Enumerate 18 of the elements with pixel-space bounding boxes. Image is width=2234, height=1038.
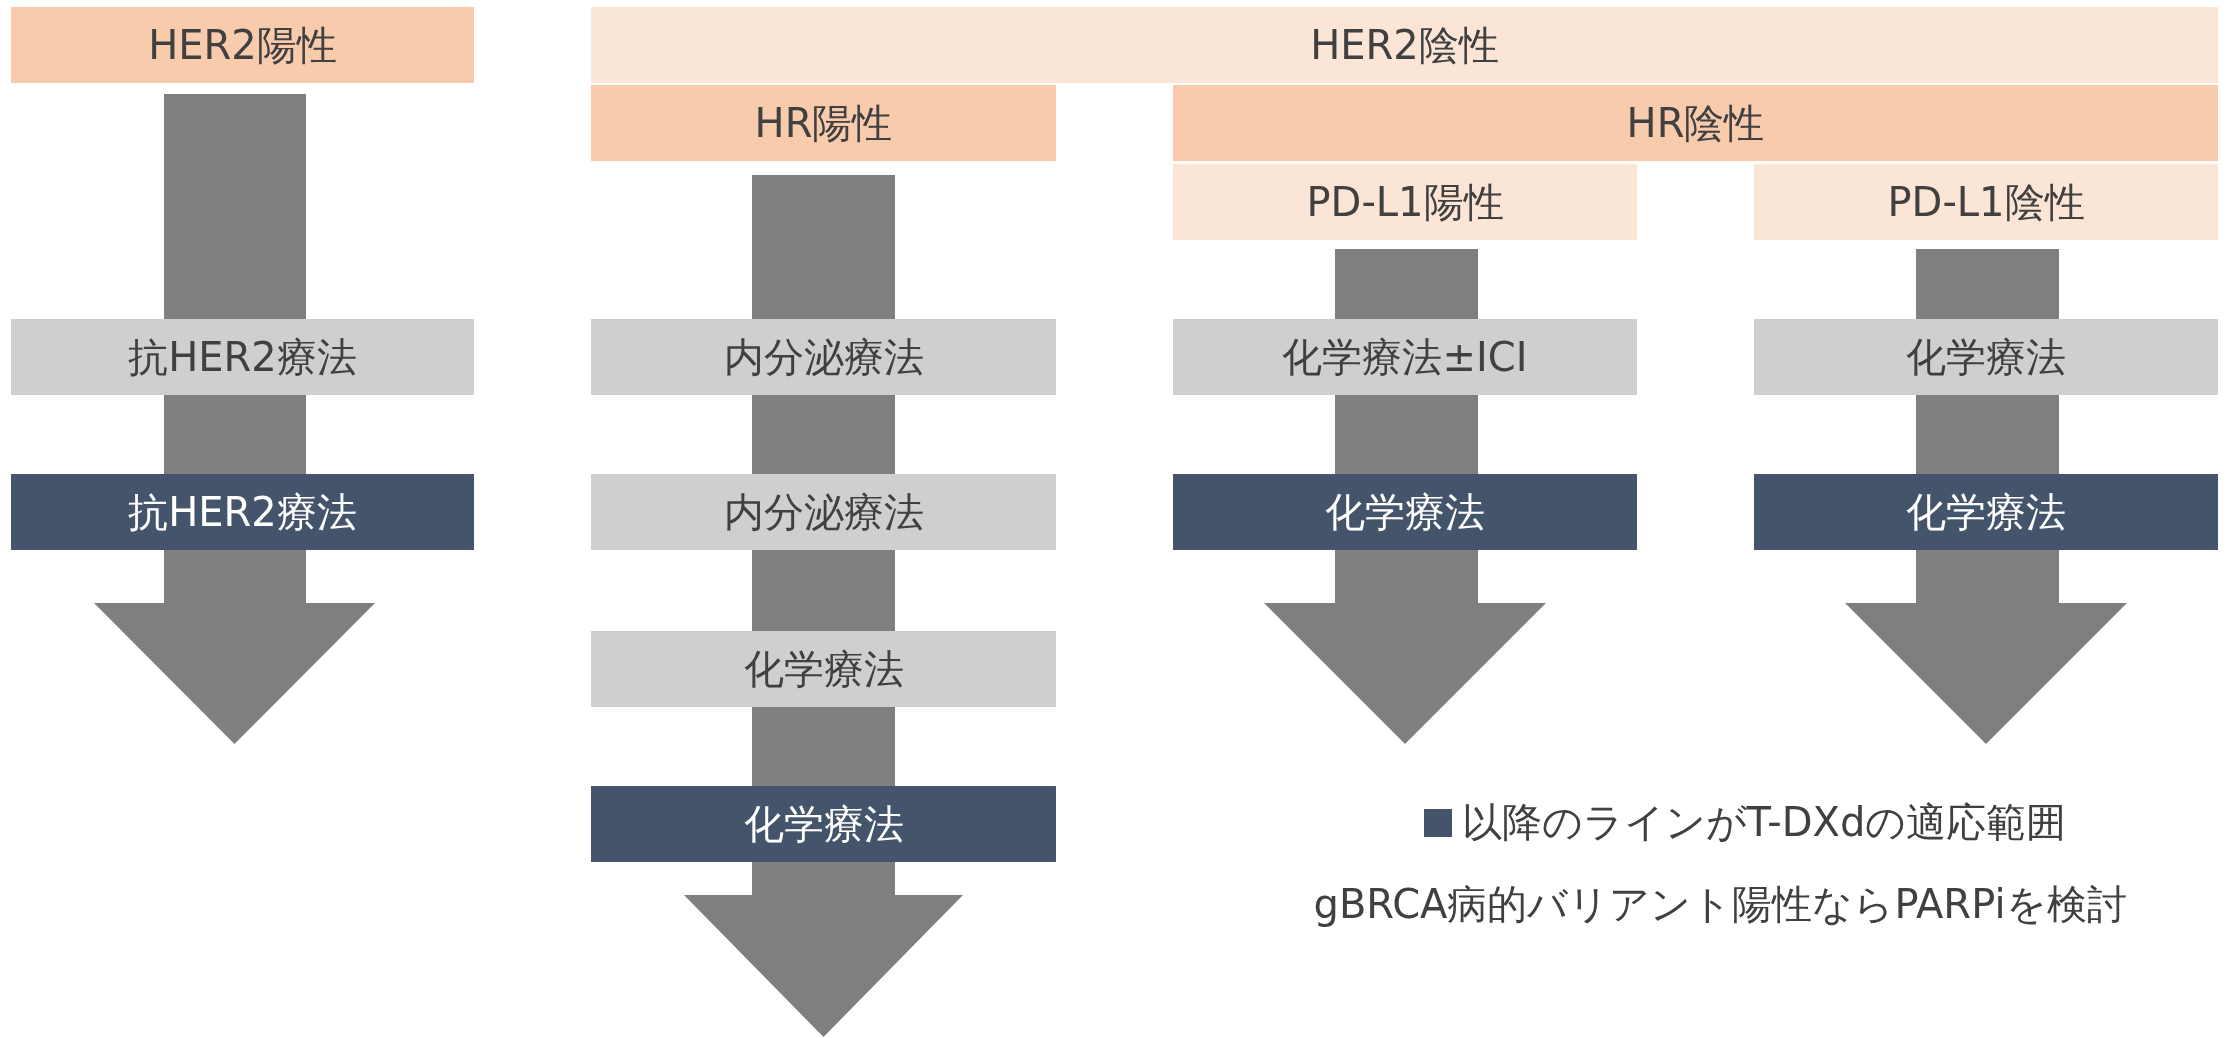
therapy-box: 化学療法 <box>1754 474 2218 550</box>
therapy-box: 抗HER2療法 <box>11 474 474 550</box>
header-band: HER2陽性 <box>11 7 474 83</box>
header-band: PD-L1陽性 <box>1173 164 1637 240</box>
header-band: HER2陰性 <box>591 7 2218 83</box>
therapy-box: 化学療法 <box>1754 319 2218 395</box>
therapy-box: 化学療法 <box>591 631 1056 707</box>
therapy-box: 内分泌療法 <box>591 319 1056 395</box>
therapy-box: 化学療法 <box>591 786 1056 862</box>
legend-text: 以降のラインがT-DXdの適応範囲 <box>1461 798 2067 847</box>
therapy-box: 抗HER2療法 <box>11 319 474 395</box>
therapy-box: 化学療法 <box>1173 474 1637 550</box>
therapy-box: 内分泌療法 <box>591 474 1056 550</box>
header-band: HR陽性 <box>591 85 1056 161</box>
header-band: PD-L1陰性 <box>1754 164 2218 240</box>
note-text: gBRCA病的バリアント陽性ならPARPiを検討 <box>1312 880 2128 929</box>
header-band: HR陰性 <box>1173 85 2218 161</box>
therapy-box: 化学療法±ICI <box>1173 319 1637 395</box>
